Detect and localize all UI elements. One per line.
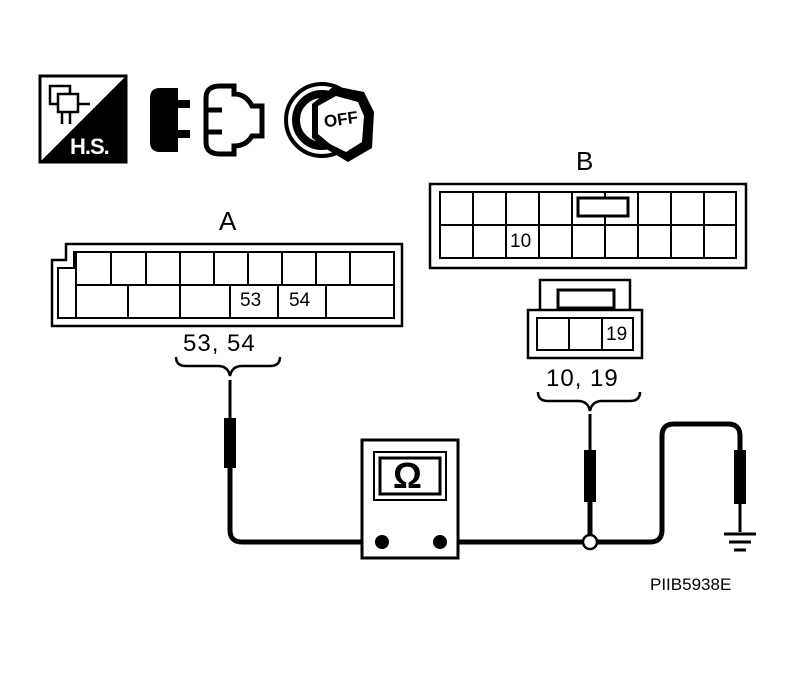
connector-b-pin-10: 10 [510, 231, 532, 252]
connector-b-sub [526, 278, 644, 360]
connector-a [50, 242, 404, 328]
ohm-symbol: Ω [393, 455, 422, 496]
figure-code: PIIB5938E [650, 575, 732, 594]
brace-b [536, 391, 642, 412]
ignition-key-icon [284, 82, 374, 162]
connector-b-label: B [576, 146, 594, 176]
connector-b [428, 182, 748, 270]
connector-a-label: A [219, 206, 237, 236]
brace-a [174, 356, 282, 377]
probe-a [224, 380, 382, 545]
hs-badge-text: H.S. [70, 134, 110, 159]
ohmmeter-icon [360, 438, 460, 560]
connector-a-probe-pins: 53, 54 [183, 330, 256, 357]
probe-b [440, 414, 746, 551]
connector-b-sub-pin-19: 19 [606, 324, 628, 345]
harness-connector-icon [38, 74, 128, 164]
ground-icon [724, 532, 756, 552]
connector-a-pin-53: 53 [240, 290, 262, 311]
connector-b-probe-pins: 10, 19 [546, 365, 619, 392]
connector-disconnect-icon [150, 83, 265, 157]
connector-a-pin-54: 54 [289, 290, 311, 311]
